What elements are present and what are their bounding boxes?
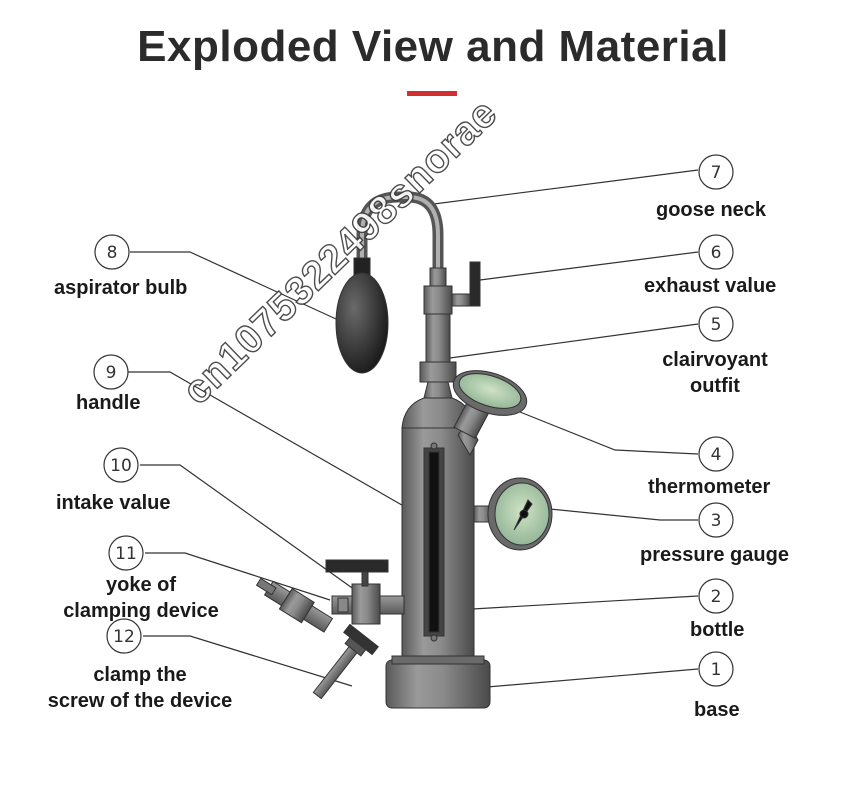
label-yoke: yoke of clamping device [50, 572, 232, 624]
label-exhaust-value: exhaust value [644, 275, 777, 297]
callout-number-9: 9 [106, 363, 117, 383]
callout-number-3: 3 [711, 511, 722, 531]
label-clamp-line1: clamp the [93, 664, 187, 686]
label-clairvoyant-line1: clairvoyant [662, 349, 768, 371]
callout-10: 10 [103, 447, 139, 483]
callout-11: 11 [108, 535, 144, 571]
sight-glass [428, 451, 440, 633]
label-handle: handle [76, 392, 141, 414]
label-bottle: bottle [690, 619, 745, 641]
leader-line-4 [519, 411, 699, 455]
leader-line-9 [128, 371, 429, 521]
callout-number-2: 2 [711, 587, 722, 607]
callout-number-12: 12 [113, 627, 135, 647]
leader-line-5 [449, 323, 699, 359]
exhaust-valve-body [423, 285, 453, 315]
label-thermometer: thermometer [648, 476, 771, 498]
leader-line-12 [143, 635, 353, 687]
callout-number-11: 11 [115, 544, 137, 564]
callout-number-7: 7 [711, 163, 722, 183]
leader-line-10 [140, 464, 356, 591]
callout-number-6: 6 [711, 243, 722, 263]
leader-line-3 [539, 507, 698, 521]
label-aspirator-bulb: aspirator bulb [54, 277, 188, 299]
label-yoke-line1: yoke of [105, 574, 177, 596]
callout-4: 4 [698, 436, 734, 472]
part-number-circles: 1 2 3 4 5 6 7 8 9 10 11 12 [93, 154, 734, 687]
leader-line-2 [454, 595, 699, 611]
leader-line-7 [425, 169, 699, 206]
clamping-yoke [255, 577, 334, 633]
label-clamp-line2: screw of the device [47, 690, 233, 712]
intake-valve-handle [325, 559, 389, 573]
leader-line-8 [130, 251, 361, 331]
leader-line-6 [479, 251, 699, 281]
callout-number-4: 4 [711, 445, 722, 465]
callout-8: 8 [94, 234, 130, 270]
label-base: base [694, 699, 740, 721]
leader-line-1 [451, 668, 699, 691]
clamp-screw [312, 623, 379, 700]
label-goose-neck: goose neck [656, 199, 767, 221]
callout-number-10: 10 [110, 456, 132, 476]
callout-6: 6 [698, 234, 734, 270]
callout-number-1: 1 [711, 660, 722, 680]
callout-12: 12 [106, 618, 142, 654]
callout-number-5: 5 [711, 315, 722, 335]
intake-valve-body [351, 583, 381, 625]
leader-line-11 [145, 552, 331, 601]
aspirator-bulb [335, 272, 389, 374]
label-clairvoyant-outfit: clairvoyant outfit [650, 347, 780, 399]
callout-1: 1 [698, 651, 734, 687]
base [385, 659, 491, 709]
label-pressure-gauge: pressure gauge [640, 544, 789, 566]
label-intake-value: intake value [56, 492, 171, 514]
exhaust-valve-knob [469, 261, 481, 307]
leader-lines [128, 169, 699, 691]
label-clamp-screw: clamp the screw of the device [30, 662, 250, 714]
label-clairvoyant-line2: outfit [690, 375, 740, 397]
callout-5: 5 [698, 306, 734, 342]
callout-3: 3 [698, 502, 734, 538]
callout-7: 7 [698, 154, 734, 190]
callout-number-8: 8 [107, 243, 118, 263]
page-title: Exploded View and Material [137, 22, 729, 71]
device-illustration [255, 191, 553, 709]
title-accent-bar [407, 91, 457, 96]
callout-9: 9 [93, 354, 129, 390]
label-yoke-line2: clamping device [63, 600, 219, 622]
callout-2: 2 [698, 578, 734, 614]
